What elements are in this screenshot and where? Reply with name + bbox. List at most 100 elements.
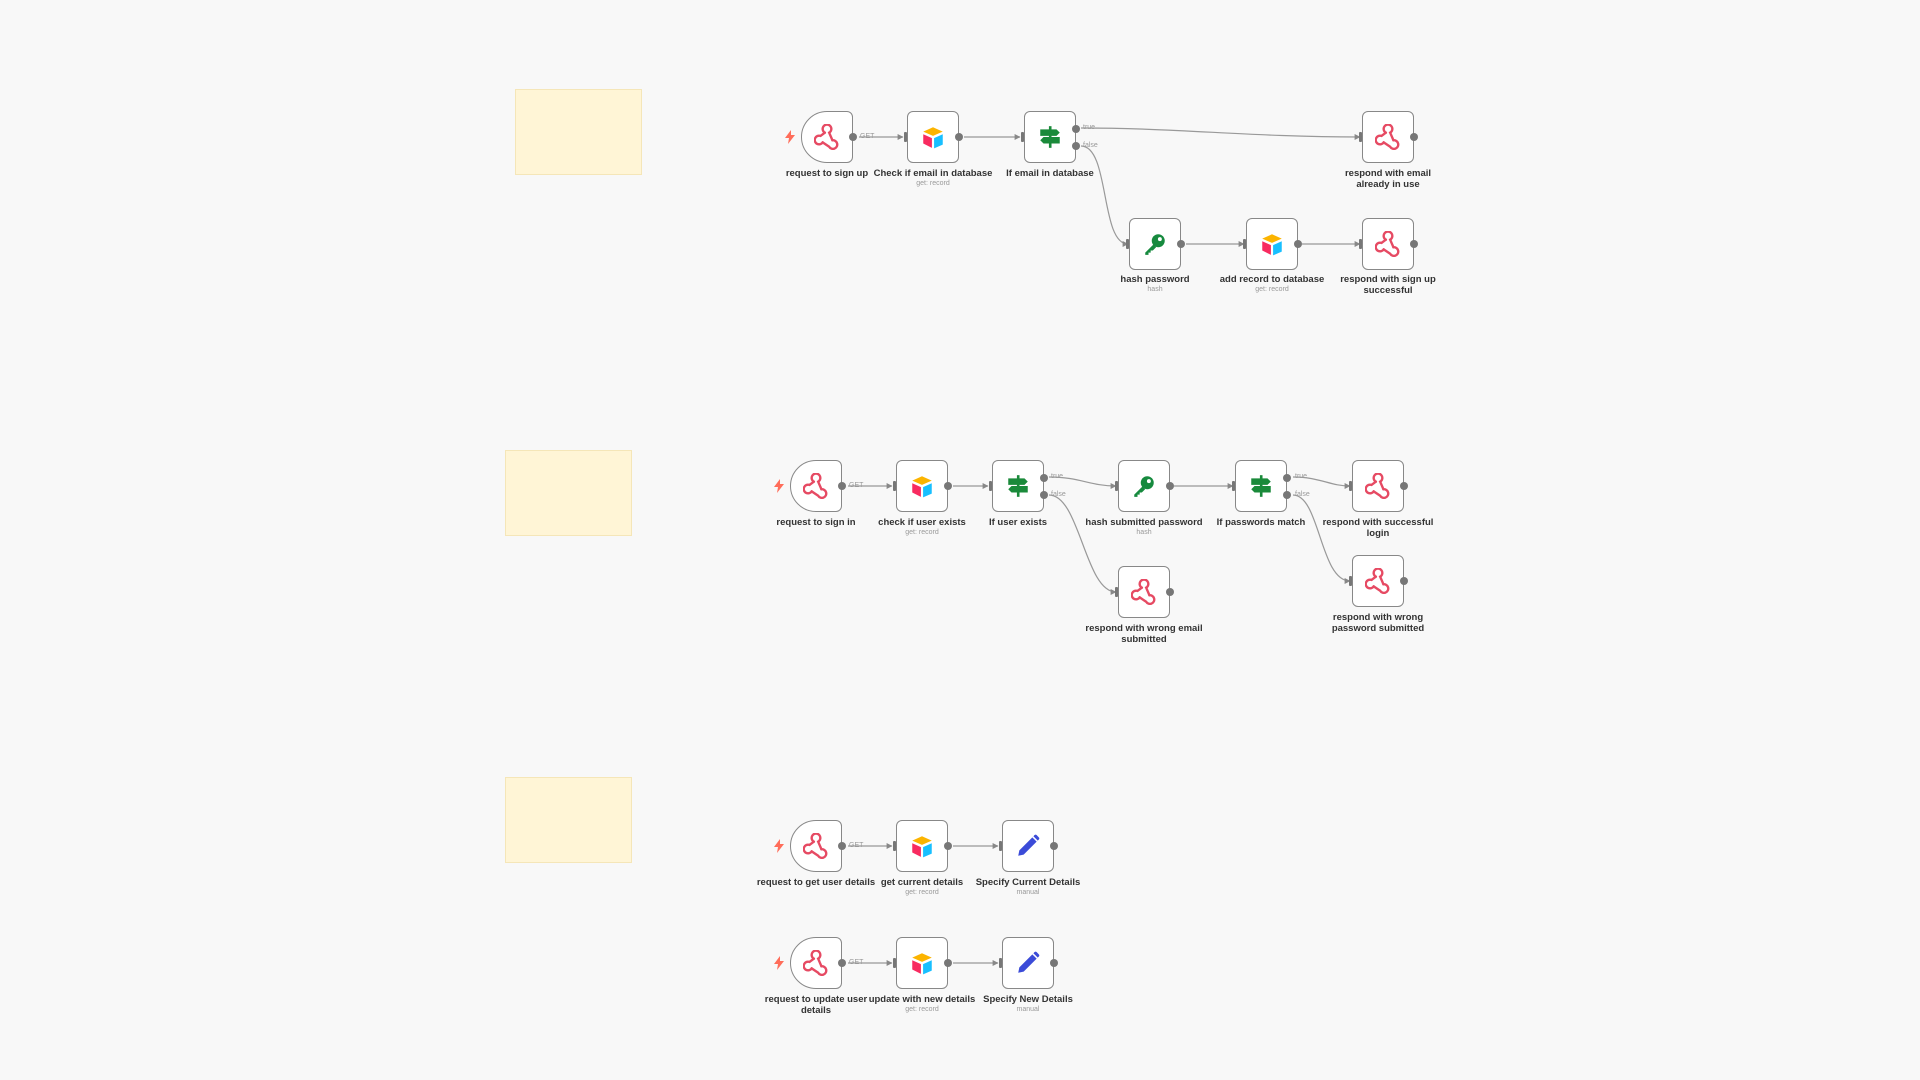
input-handle[interactable] bbox=[1349, 481, 1352, 491]
airtable-icon bbox=[912, 836, 932, 858]
output-handle[interactable] bbox=[1050, 842, 1058, 850]
output-handle-true[interactable] bbox=[1072, 124, 1080, 133]
node-label: respond with sign up successful bbox=[1340, 274, 1436, 296]
output-handle[interactable] bbox=[1410, 133, 1418, 141]
output-handle[interactable] bbox=[849, 133, 857, 141]
output-handle[interactable] bbox=[1177, 240, 1185, 248]
output-handle[interactable] bbox=[1400, 577, 1408, 585]
output-handle[interactable] bbox=[1410, 240, 1418, 248]
node-label: respond with email already in use bbox=[1344, 168, 1432, 190]
input-handle[interactable] bbox=[1115, 587, 1118, 597]
node-label: Specify Current Details bbox=[975, 877, 1081, 888]
edge[interactable] bbox=[1292, 494, 1351, 584]
node-hash-submitted-password[interactable] bbox=[1115, 460, 1174, 512]
node-hash-password[interactable] bbox=[1126, 218, 1185, 270]
output-handle[interactable] bbox=[1166, 588, 1174, 596]
node-label: Check if email in database bbox=[873, 168, 993, 179]
trigger-bolt-icon bbox=[785, 130, 795, 144]
node-request-to-update-user-details[interactable] bbox=[774, 937, 846, 989]
edge[interactable] bbox=[1292, 476, 1351, 489]
output-handle[interactable] bbox=[944, 482, 952, 490]
webhook-icon bbox=[803, 950, 828, 976]
key-icon bbox=[1134, 476, 1154, 497]
input-handle[interactable] bbox=[999, 958, 1002, 968]
node-label: respond with wrong email submitted bbox=[1085, 623, 1203, 645]
airtable-icon bbox=[912, 953, 932, 975]
node-check-if-user-exists[interactable] bbox=[893, 460, 952, 512]
sticky-note[interactable] bbox=[515, 89, 642, 175]
webhook-icon bbox=[1375, 231, 1400, 257]
node-label: respond with wrong password submitted bbox=[1331, 612, 1425, 634]
edge-label: false bbox=[1051, 491, 1066, 498]
node-if-email-in-database[interactable] bbox=[1021, 111, 1080, 163]
input-handle[interactable] bbox=[904, 132, 907, 142]
node-check-if-email-in-database[interactable] bbox=[904, 111, 963, 163]
output-handle-false[interactable] bbox=[1072, 141, 1080, 150]
input-handle[interactable] bbox=[1359, 132, 1362, 142]
node-if-user-exists[interactable] bbox=[989, 460, 1048, 512]
node-if-passwords-match[interactable] bbox=[1232, 460, 1291, 512]
output-handle[interactable] bbox=[955, 133, 963, 141]
input-handle[interactable] bbox=[893, 841, 896, 851]
input-handle[interactable] bbox=[1115, 481, 1118, 491]
trigger-bolt-icon bbox=[774, 839, 784, 853]
node-respond-email-in-use[interactable] bbox=[1359, 111, 1418, 163]
input-handle[interactable] bbox=[1126, 239, 1129, 249]
input-handle[interactable] bbox=[999, 841, 1002, 851]
node-request-to-sign-up[interactable] bbox=[785, 111, 857, 163]
edge[interactable] bbox=[1048, 494, 1117, 595]
node-respond-successful-login[interactable] bbox=[1349, 460, 1408, 512]
edge-label: GET bbox=[849, 959, 864, 966]
sticky-note[interactable] bbox=[505, 777, 632, 863]
node-specify-new-details[interactable] bbox=[999, 937, 1058, 989]
node-label: request to update user details bbox=[764, 994, 868, 1016]
node-respond-sign-up-successful[interactable] bbox=[1359, 218, 1418, 270]
node-label: request to sign in bbox=[776, 517, 856, 528]
node-subtitle: manual bbox=[1016, 1006, 1040, 1013]
input-handle[interactable] bbox=[1349, 576, 1352, 586]
node-label: request to get user details bbox=[756, 877, 876, 888]
node-get-current-details[interactable] bbox=[893, 820, 952, 872]
output-handle[interactable] bbox=[838, 959, 846, 967]
input-handle[interactable] bbox=[989, 481, 992, 491]
edge[interactable] bbox=[1080, 127, 1361, 140]
output-handle[interactable] bbox=[838, 482, 846, 490]
webhook-icon bbox=[1131, 579, 1156, 605]
webhook-icon bbox=[1365, 568, 1390, 594]
node-request-to-sign-in[interactable] bbox=[774, 460, 846, 512]
key-icon bbox=[1145, 234, 1165, 255]
output-handle[interactable] bbox=[944, 959, 952, 967]
node-add-record-to-database[interactable] bbox=[1243, 218, 1302, 270]
output-handle-false[interactable] bbox=[1283, 490, 1291, 499]
input-handle[interactable] bbox=[1232, 481, 1235, 491]
output-handle[interactable] bbox=[1050, 959, 1058, 967]
output-handle-true[interactable] bbox=[1040, 473, 1048, 482]
input-handle[interactable] bbox=[893, 481, 896, 491]
node-subtitle: get: record bbox=[905, 1006, 939, 1013]
node-update-with-new-details[interactable] bbox=[893, 937, 952, 989]
input-handle[interactable] bbox=[1243, 239, 1246, 249]
node-request-to-get-user-details[interactable] bbox=[774, 820, 846, 872]
output-handle[interactable] bbox=[1294, 240, 1302, 248]
output-handle[interactable] bbox=[944, 842, 952, 850]
input-handle[interactable] bbox=[1359, 239, 1362, 249]
output-handle[interactable] bbox=[838, 842, 846, 850]
node-respond-wrong-email[interactable] bbox=[1115, 566, 1174, 618]
node-respond-wrong-password[interactable] bbox=[1349, 555, 1408, 607]
output-handle[interactable] bbox=[1166, 482, 1174, 490]
sticky-note[interactable] bbox=[505, 450, 632, 536]
node-specify-current-details[interactable] bbox=[999, 820, 1058, 872]
input-handle[interactable] bbox=[1021, 132, 1024, 142]
output-handle-true[interactable] bbox=[1283, 473, 1291, 482]
output-handle-false[interactable] bbox=[1040, 490, 1048, 499]
node-label: hash password bbox=[1120, 274, 1190, 285]
node-label: get current details bbox=[880, 877, 964, 888]
pencil-icon bbox=[1018, 834, 1040, 856]
input-handle[interactable] bbox=[893, 958, 896, 968]
node-label: request to sign up bbox=[785, 168, 869, 179]
edge[interactable] bbox=[1080, 145, 1129, 247]
airtable-icon bbox=[912, 476, 932, 498]
edge[interactable] bbox=[1048, 476, 1117, 489]
output-handle[interactable] bbox=[1400, 482, 1408, 490]
